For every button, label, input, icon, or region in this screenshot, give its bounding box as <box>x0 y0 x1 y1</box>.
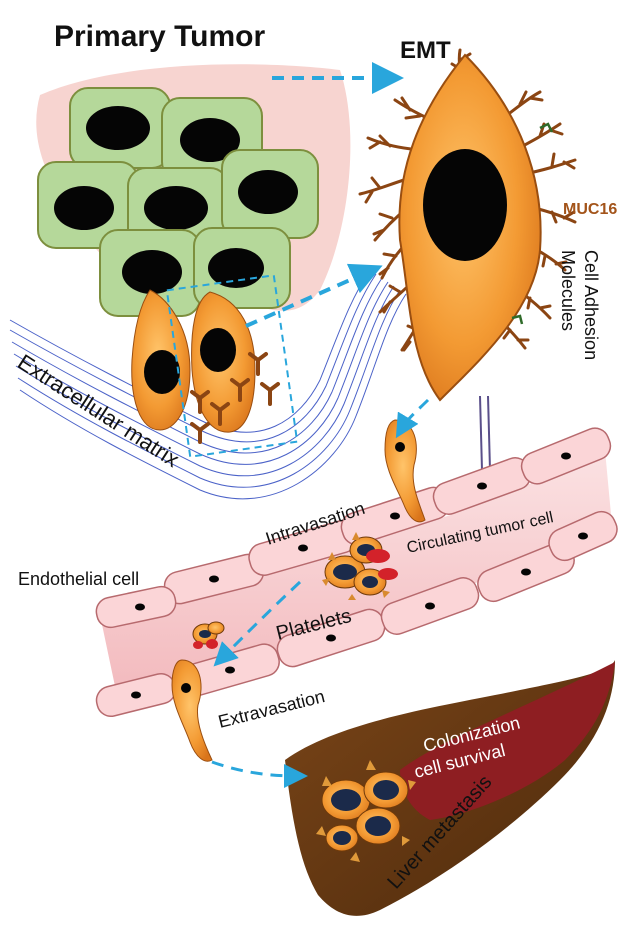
red-blood-cell <box>366 549 390 563</box>
red-blood-cell <box>378 568 398 580</box>
liver <box>285 660 615 916</box>
extracellular-matrix-fibers <box>9 269 407 500</box>
muc16-label: MUC16 <box>563 201 617 218</box>
metastatic-cells <box>316 760 416 862</box>
cell-to-vessel-arrow <box>395 398 430 439</box>
invasion-highlight-box <box>165 274 299 458</box>
liver-red-lobe <box>400 662 615 820</box>
process-arrows <box>211 62 430 788</box>
nucleus <box>423 149 507 261</box>
molecules-label: Molecules <box>558 250 578 331</box>
emt-title: EMT <box>400 37 451 64</box>
nucleus <box>144 350 180 394</box>
extravasation-label: Extravasation <box>216 686 327 732</box>
invading-cells <box>131 289 280 444</box>
extravasating-cell <box>171 659 213 762</box>
endothelial-nuclei <box>131 452 588 699</box>
connector-lines <box>479 395 491 471</box>
tumor-cell-cluster <box>37 87 319 317</box>
platelet-spikes <box>322 532 390 600</box>
mesenchymal-cell <box>358 48 577 402</box>
tumor-cell <box>69 87 171 169</box>
cell-adhesion-label: Cell Adhesion <box>581 250 601 360</box>
adhesion-molecules-small <box>190 352 280 444</box>
tumor-cell <box>99 229 201 317</box>
tumor-cell <box>221 149 319 239</box>
intravasating-cell <box>384 419 426 523</box>
invasion-arrow <box>245 263 383 328</box>
primary-tumor-title: Primary Tumor <box>54 20 265 53</box>
endothelial-cell-label: Endothelial cell <box>18 569 139 589</box>
nucleus <box>200 328 236 372</box>
liver-arrow <box>211 760 308 788</box>
circulating-tumor-cell-cluster <box>322 532 398 600</box>
